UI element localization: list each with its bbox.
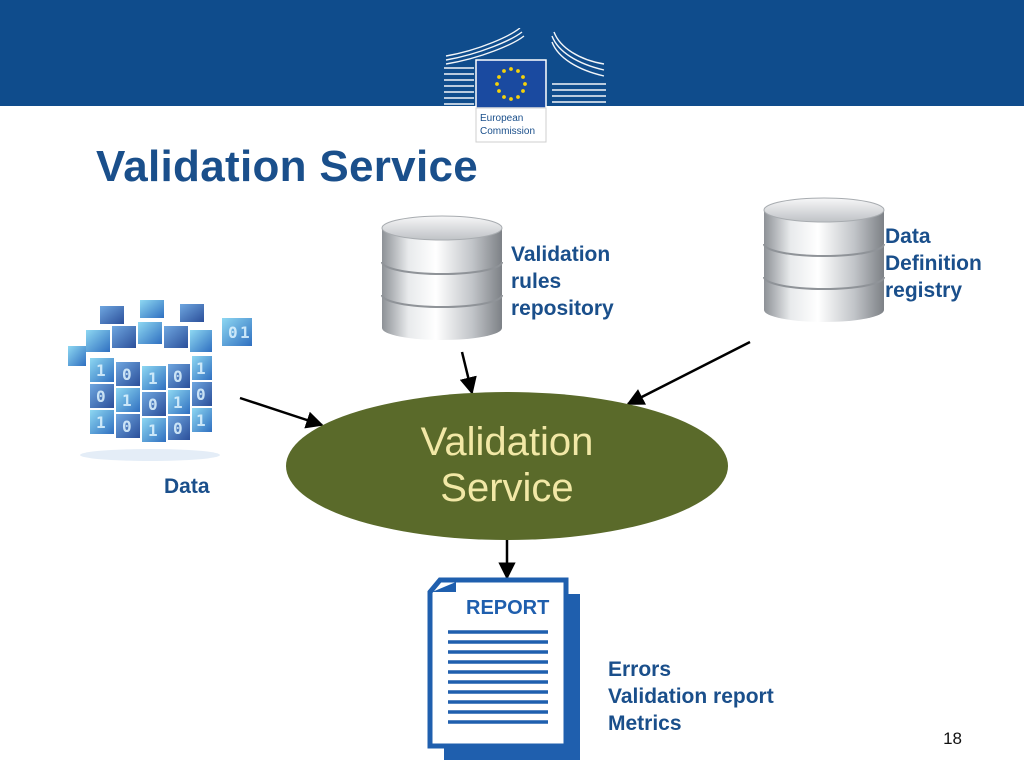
rules-repository-label: Validation rules repository	[511, 243, 614, 320]
svg-text:0: 0	[228, 323, 238, 342]
definition-registry-label: Data Definition registry	[885, 225, 982, 302]
european-commission-logo: European Commission	[444, 28, 606, 143]
svg-text:1: 1	[173, 393, 183, 412]
validation-service-node	[286, 392, 728, 540]
arrow-rules-to-service	[459, 351, 477, 395]
svg-text:1: 1	[122, 391, 132, 410]
rules-repository-database-icon	[381, 215, 503, 340]
outputs-label: Errors Validation report Metrics	[608, 658, 774, 735]
svg-text:0: 0	[122, 365, 132, 384]
report-document-icon: REPORT	[427, 577, 580, 760]
svg-text:1: 1	[148, 421, 158, 440]
arrow-registry-to-service	[626, 340, 751, 406]
svg-text:0: 0	[173, 419, 183, 438]
svg-text:0: 0	[148, 395, 158, 414]
svg-text:REPORT: REPORT	[466, 597, 549, 619]
slide-title: Validation Service	[96, 142, 479, 191]
validation-service-label: Validation Service	[420, 420, 594, 510]
page-number: 18	[943, 729, 962, 748]
binary-data-cube-icon: 1 0 1 0 1 0 1 0 1 0 1 0 1 0 1 0 1	[68, 300, 252, 461]
svg-text:1: 1	[96, 361, 106, 380]
svg-text:1: 1	[96, 413, 106, 432]
svg-text:European: European	[480, 113, 523, 124]
svg-text:1: 1	[148, 369, 158, 388]
svg-text:Commission: Commission	[480, 126, 535, 137]
svg-text:1: 1	[240, 323, 250, 342]
definition-registry-database-icon	[763, 197, 885, 322]
svg-text:1: 1	[196, 411, 206, 430]
svg-text:0: 0	[96, 387, 106, 406]
data-label: Data	[164, 475, 210, 498]
svg-text:0: 0	[173, 367, 183, 386]
svg-text:0: 0	[122, 417, 132, 436]
svg-text:1: 1	[196, 359, 206, 378]
svg-text:0: 0	[196, 385, 206, 404]
arrow-data-to-service	[239, 396, 324, 429]
